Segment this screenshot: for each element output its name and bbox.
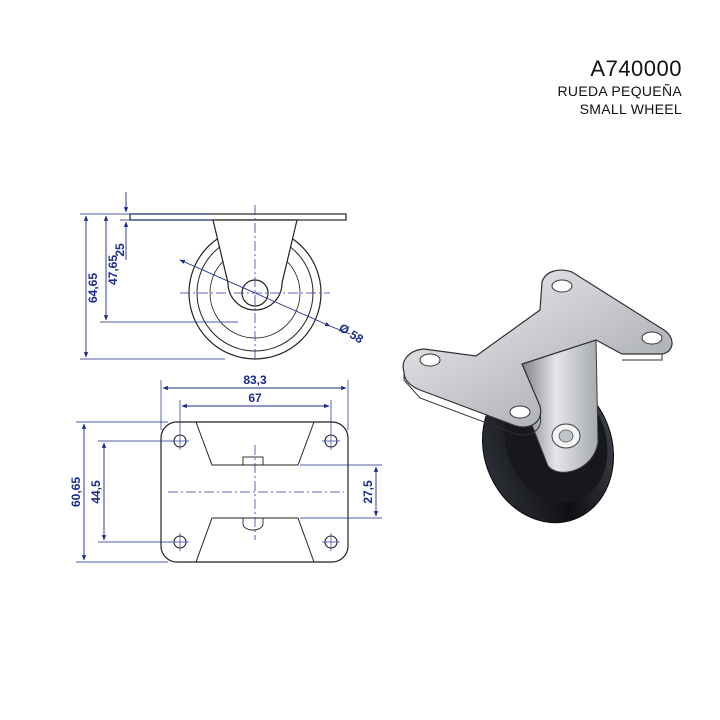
dim-plate-offset-label: 25	[113, 243, 127, 257]
top-view-axle-nut-upper	[242, 456, 264, 466]
dim-total-height-label: 64,65	[86, 273, 100, 303]
part-name-english: SMALL WHEEL	[579, 101, 682, 117]
part-name-spanish: RUEDA PEQUEÑA	[557, 83, 682, 99]
dim-bracket-gap-label: 27,5	[361, 480, 375, 504]
dim-axle-height-label: 47,65	[106, 255, 120, 285]
caster-hole-1	[419, 353, 441, 367]
isometric-caster-render	[402, 269, 673, 524]
dim-wheel-diameter-label: Ø 58	[336, 321, 366, 347]
caster-hole-4	[509, 405, 531, 419]
top-view-dimensions: 83,3 67 60,65 44,5 27,5	[69, 373, 382, 563]
caster-hole-3	[641, 331, 663, 345]
caster-mounting-plate	[402, 269, 673, 428]
title-block: A740000 RUEDA PEQUEÑA SMALL WHEEL	[558, 56, 683, 118]
caster-hole-2	[551, 279, 573, 293]
part-code: A740000	[590, 56, 682, 81]
side-view	[129, 205, 351, 360]
dim-plate-length-label: 83,3	[243, 373, 267, 387]
dim-hole-spacing-length-label: 67	[248, 391, 262, 405]
top-view-axle-nut-lower	[242, 518, 264, 531]
side-view-plate	[129, 213, 347, 221]
top-view	[160, 421, 349, 563]
dim-plate-width-label: 60,65	[69, 477, 83, 507]
dim-hole-spacing-width-label: 44,5	[89, 480, 103, 504]
diameter-leader	[179, 259, 331, 327]
side-view-dimensions: 64,65 47,65 25 Ø 58	[80, 192, 366, 360]
diameter-leader-tail	[329, 325, 351, 335]
top-view-plate-outline	[160, 421, 349, 563]
